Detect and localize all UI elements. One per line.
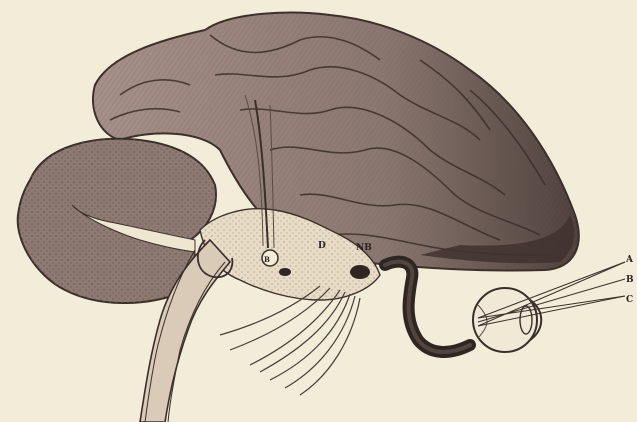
- label-ray-a: A: [625, 255, 634, 265]
- label-ray-c: C: [626, 295, 633, 305]
- label-ray-b: B: [626, 275, 634, 285]
- label-nb: NB: [356, 243, 372, 253]
- label-d: D: [318, 241, 326, 251]
- label-b-small: B: [264, 255, 270, 264]
